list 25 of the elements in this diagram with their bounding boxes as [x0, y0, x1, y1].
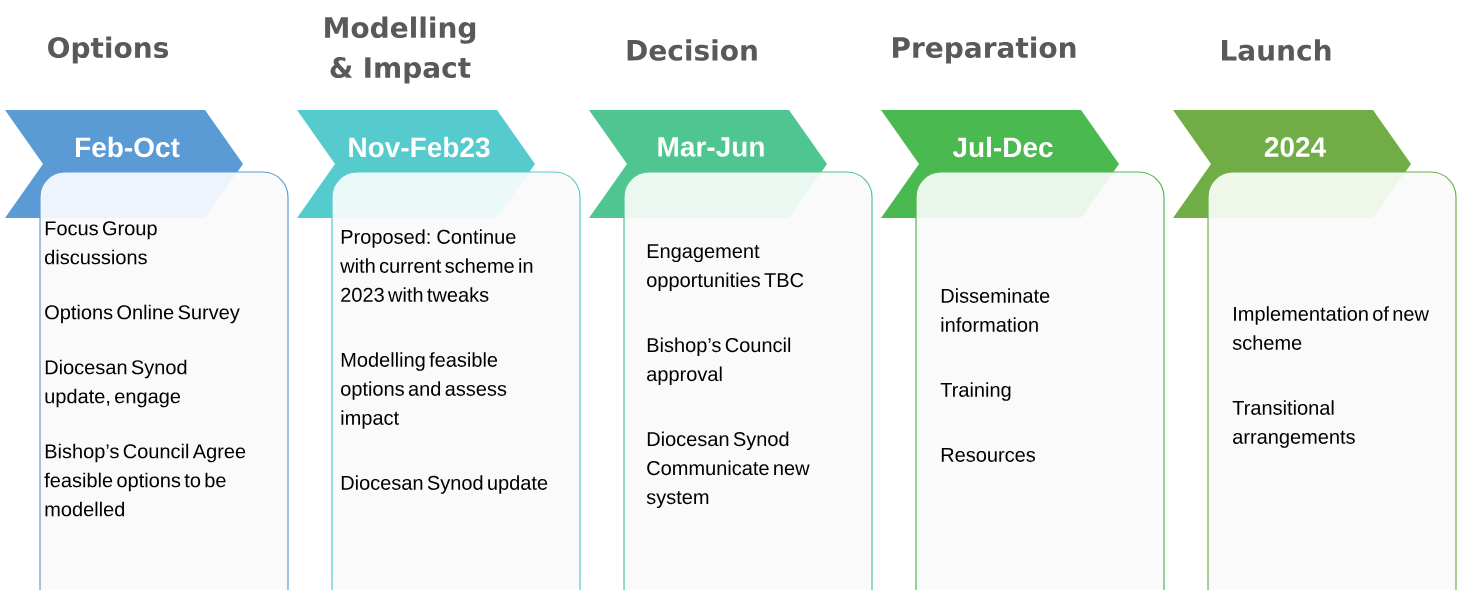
- stage-heading: Launch: [1222, 39, 1331, 61]
- stage-heading: Decision: [627, 39, 757, 61]
- card-text: Bishop’s Council Agree feasible options to be modelled: [44, 443, 246, 517]
- card-text: Implementation of new scheme: [1232, 306, 1429, 350]
- card-text: Diocesan Synod update: [341, 475, 548, 494]
- card-text: Focus Group discussions: [45, 221, 157, 265]
- stage-card: [331, 171, 581, 590]
- card-text: Modelling feasible options and assess impact: [341, 352, 507, 429]
- stage-heading: Preparation: [893, 36, 1076, 64]
- stage-heading: Options: [48, 36, 168, 64]
- card-text: Bishop’s Council approval: [647, 337, 791, 386]
- card-text: Diocesan Synod update, engage: [45, 359, 187, 408]
- stage-card: [1207, 171, 1457, 590]
- card-text: Training: [940, 382, 1011, 401]
- card-text: Options Online Survey: [45, 304, 240, 324]
- stage-card: [915, 171, 1165, 590]
- card-text: Transitional arrangements: [1232, 400, 1355, 448]
- card-text: Proposed: Continue with current scheme in 2023 with tweaks: [340, 229, 533, 302]
- card-text: Disseminate information: [941, 288, 1050, 332]
- stage-card: [623, 171, 873, 590]
- stage-heading: Modelling & Impact: [325, 16, 476, 84]
- card-text: Diocesan Synod Communicate new system: [646, 431, 810, 509]
- card-text: Engagement opportunities TBC: [647, 244, 804, 292]
- card-text: Resources: [941, 447, 1036, 462]
- stage-card: [39, 171, 289, 590]
